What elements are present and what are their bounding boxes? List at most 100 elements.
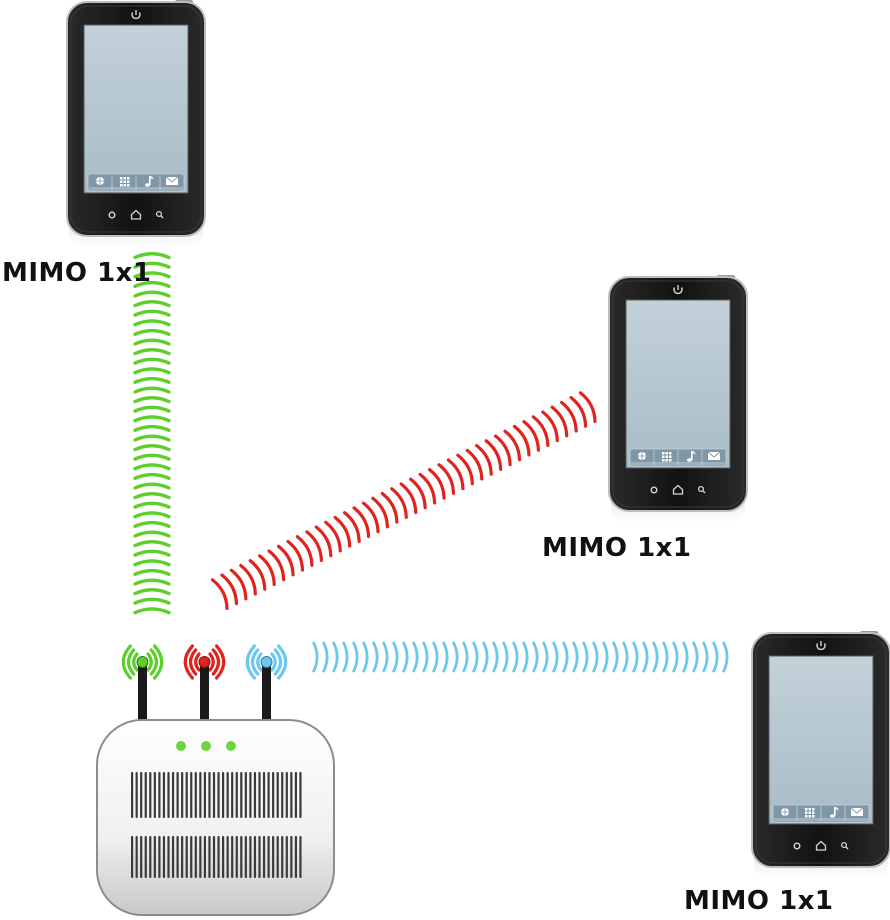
phone-bottom-label: MIMO 1x1 <box>684 886 834 916</box>
signal-wave-arc <box>532 641 539 673</box>
vent-slot <box>167 836 170 878</box>
signal-wave-arc <box>295 535 314 567</box>
signal-wave-arc <box>210 578 229 610</box>
vent-slot <box>140 772 143 818</box>
signal-wave-arc <box>512 424 531 457</box>
router-led <box>176 741 186 751</box>
vent-slot <box>194 772 197 818</box>
signal-wave-arc <box>133 597 171 605</box>
signal-wave-arc <box>652 641 659 673</box>
signal-wave-arc <box>569 396 588 428</box>
signal-wave-arc <box>602 641 609 673</box>
signal-wave-arc <box>258 554 276 587</box>
signal-wave-arc <box>286 539 305 572</box>
vent-slot <box>253 836 257 878</box>
signal-emitter-arc <box>211 648 221 676</box>
router-antenna-red <box>198 656 211 726</box>
signal-wave-arc <box>333 515 352 548</box>
signal-wave-arc <box>642 641 649 673</box>
signal-wave-arc <box>133 588 171 596</box>
signal-wave-arc <box>418 472 437 505</box>
signal-wave-arc <box>133 472 171 480</box>
vent-slot <box>226 772 229 818</box>
vent-slot <box>135 772 138 818</box>
vent-slot <box>262 772 266 818</box>
vent-slot <box>203 772 206 818</box>
vent-slot <box>149 836 152 878</box>
vent-slot <box>285 772 288 818</box>
signal-wave-arc <box>482 641 489 673</box>
vent-slot <box>185 772 188 818</box>
signal-wave-arc <box>578 391 597 423</box>
signal-wave-arc <box>392 641 399 673</box>
signal-wave-arc <box>133 367 171 375</box>
blue-signal-stream <box>245 641 729 680</box>
signal-wave-arc <box>462 641 469 673</box>
signal-emitter-arc <box>146 652 153 672</box>
signal-wave-arc <box>550 405 569 438</box>
signal-wave-arc <box>133 482 171 490</box>
signal-emitter-arc <box>215 644 226 680</box>
signal-wave-arc <box>362 641 369 673</box>
vent-slot <box>212 836 216 878</box>
signal-wave-arc <box>493 434 512 467</box>
vent-slot <box>176 836 179 878</box>
red-signal-stream <box>183 391 597 680</box>
vent-slot <box>258 836 261 878</box>
signal-wave-arc <box>133 338 171 346</box>
signal-wave-arc <box>133 607 171 615</box>
signal-emitter-arc <box>194 652 201 672</box>
router-vent-top <box>131 772 302 818</box>
phone-middle <box>608 274 748 524</box>
signal-wave-arc <box>133 396 171 404</box>
signal-emitter-arc <box>121 644 132 680</box>
vent-slot <box>194 836 197 878</box>
vent-slot <box>285 836 288 878</box>
vent-slot <box>162 772 166 818</box>
signal-wave-arc <box>133 357 171 365</box>
vent-slot <box>167 772 170 818</box>
signal-wave-arc <box>412 641 419 673</box>
vent-slot <box>231 772 234 818</box>
signal-wave-arc <box>248 559 267 591</box>
vent-slot <box>249 772 252 818</box>
signal-wave-arc <box>592 641 599 673</box>
vent-slot <box>281 836 284 878</box>
router-vent-bottom <box>131 836 302 878</box>
signal-emitter-arc <box>277 644 288 680</box>
router-antenna-blue <box>260 656 273 726</box>
signal-wave-arc <box>133 300 171 308</box>
signal-wave-arc <box>133 568 171 576</box>
signal-wave-arc <box>422 641 429 673</box>
signal-wave-arc <box>612 641 619 673</box>
signal-emitter-arc <box>126 648 136 676</box>
router-body <box>96 719 335 916</box>
signal-wave-arc <box>382 641 389 673</box>
vent-slot <box>272 836 275 878</box>
signal-wave-arc <box>133 415 171 423</box>
vent-slot <box>212 772 216 818</box>
signal-emitter-arc <box>270 652 277 672</box>
signal-wave-arc <box>662 641 669 673</box>
signal-wave-arc <box>312 641 319 673</box>
signal-wave-arc <box>133 261 171 269</box>
signal-wave-arc <box>522 420 541 452</box>
signal-wave-arc <box>133 290 171 298</box>
signal-emitter-arc <box>149 648 159 676</box>
signal-wave-arc <box>305 530 323 563</box>
signal-wave-arc <box>632 641 639 673</box>
signal-wave-arc <box>133 511 171 519</box>
signal-wave-arc <box>133 559 171 567</box>
vent-slot <box>153 836 156 878</box>
vent-slot <box>217 836 220 878</box>
signal-wave-arc <box>239 563 257 596</box>
signal-wave-arc <box>332 641 339 673</box>
signal-wave-arc <box>402 641 409 673</box>
vent-slot <box>294 836 297 878</box>
signal-wave-arc <box>133 501 171 509</box>
signal-wave-arc <box>492 641 499 673</box>
signal-wave-arc <box>133 405 171 413</box>
signal-wave-arc <box>314 525 333 558</box>
router-led <box>201 741 211 751</box>
signal-wave-arc <box>133 348 171 356</box>
